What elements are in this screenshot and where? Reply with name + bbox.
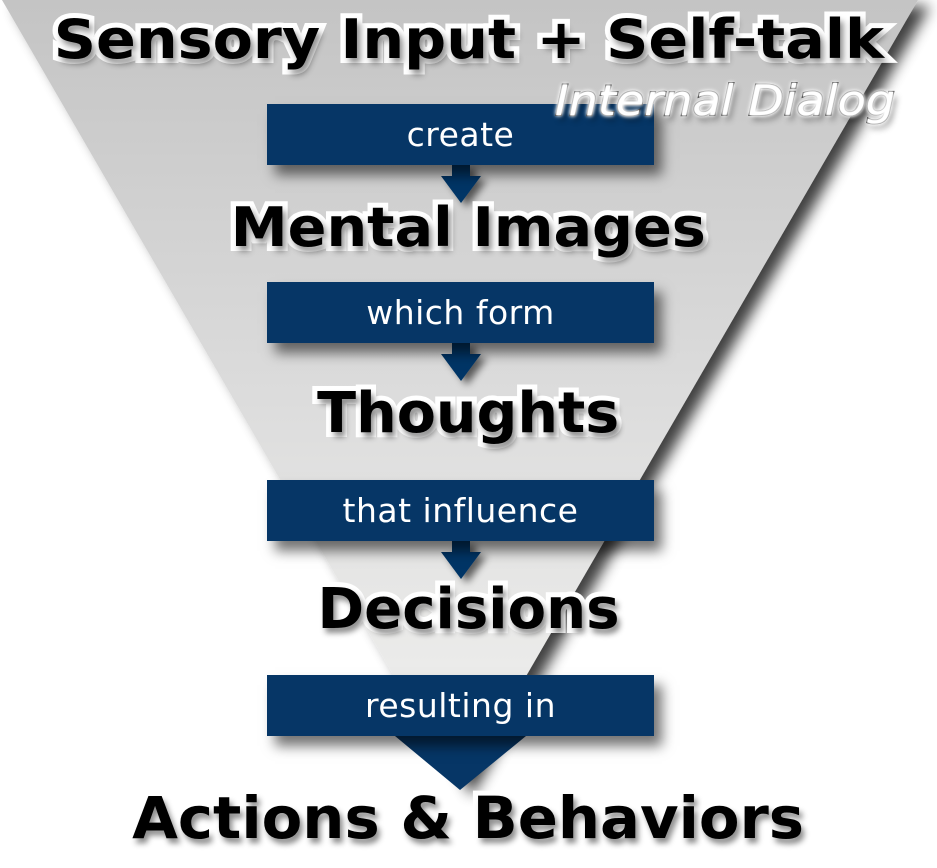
connector-create: create	[267, 104, 654, 165]
down-arrow-icon	[441, 343, 481, 381]
down-arrow-icon	[441, 165, 481, 203]
stage-thoughts-text: Thoughts	[312, 376, 624, 451]
connector-label: create	[406, 115, 515, 154]
connector-which-form: which form	[267, 282, 654, 343]
down-arrow-icon	[441, 541, 481, 579]
connector-resulting-in: resulting in	[267, 675, 654, 736]
stage-mental-images-text: Mental Images	[226, 191, 712, 264]
stage-thoughts: Thoughts	[0, 376, 937, 451]
connector-label: which form	[366, 293, 555, 332]
stage-mental-images: Mental Images	[0, 191, 937, 264]
diagram-title: Sensory Input + Self-talk	[0, 3, 937, 76]
connector-label: resulting in	[365, 686, 556, 725]
funnel-shape	[2, 0, 918, 790]
stage-actions-behaviors: Actions & Behaviors	[0, 779, 937, 857]
diagram-title-text: Sensory Input + Self-talk	[48, 3, 889, 76]
stage-decisions-text: Decisions	[313, 572, 625, 647]
connector-that-influence: that influence	[267, 480, 654, 541]
stage-decisions: Decisions	[0, 572, 937, 647]
stage-actions-behaviors-text: Actions & Behaviors	[127, 779, 809, 857]
diagram-subtitle: Internal Dialog	[554, 75, 896, 126]
funnel-tip	[395, 736, 526, 790]
connector-label: that influence	[342, 491, 579, 530]
